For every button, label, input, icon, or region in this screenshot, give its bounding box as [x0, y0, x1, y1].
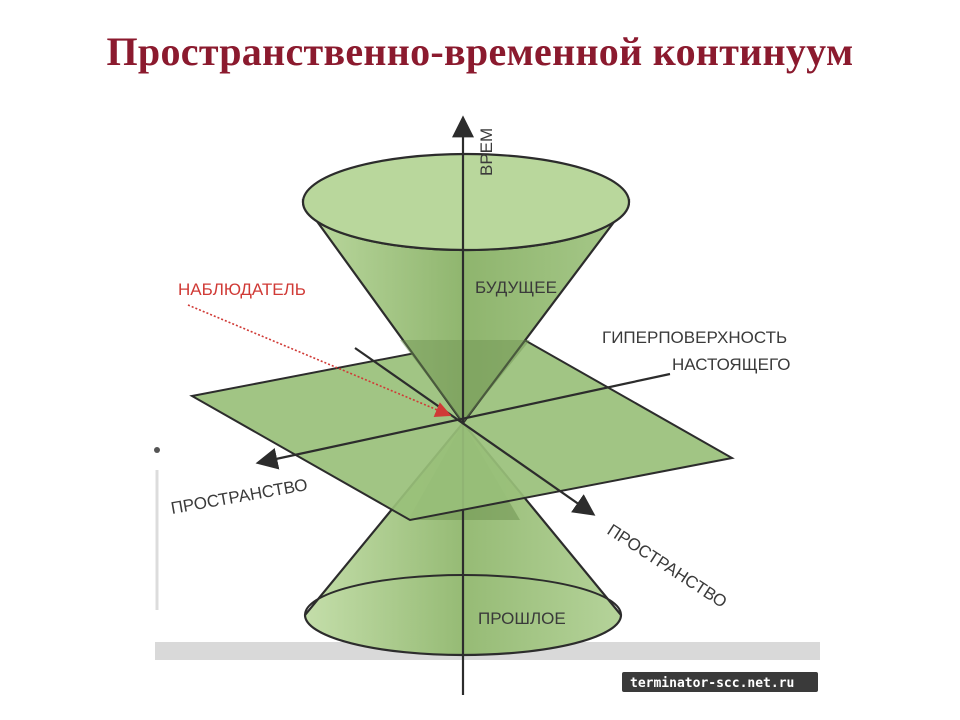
space-left-label: ПРОСТРАНСТВО: [169, 475, 309, 518]
observer-arrow: [187, 304, 452, 418]
page-title: Пространственно-временной континуум: [106, 29, 854, 74]
hypersurface-label-line1: ГИПЕРПОВЕРХНОСТЬ: [602, 328, 787, 347]
hypersurface-label-line2: НАСТОЯЩЕГО: [672, 355, 790, 374]
left-dot: [154, 447, 160, 453]
observer-label: НАБЛЮДАТЕЛЬ: [178, 280, 306, 299]
svg-text:terminator-scc.net.ru: terminator-scc.net.ru: [630, 676, 794, 691]
space-axis-right: [354, 347, 596, 516]
present-hypersurface-plane: [189, 332, 735, 522]
future-label: БУДУЩЕЕ: [475, 278, 557, 297]
space-right-label: ПРОСТРАНСТВО: [604, 520, 730, 611]
past-label: ПРОШЛОЕ: [478, 609, 566, 628]
watermark: terminator-scc.net.ru: [622, 672, 818, 692]
time-axis-label: ВРЕМ: [477, 128, 496, 176]
space-axis-left: [255, 372, 671, 470]
future-cone: [301, 152, 631, 425]
